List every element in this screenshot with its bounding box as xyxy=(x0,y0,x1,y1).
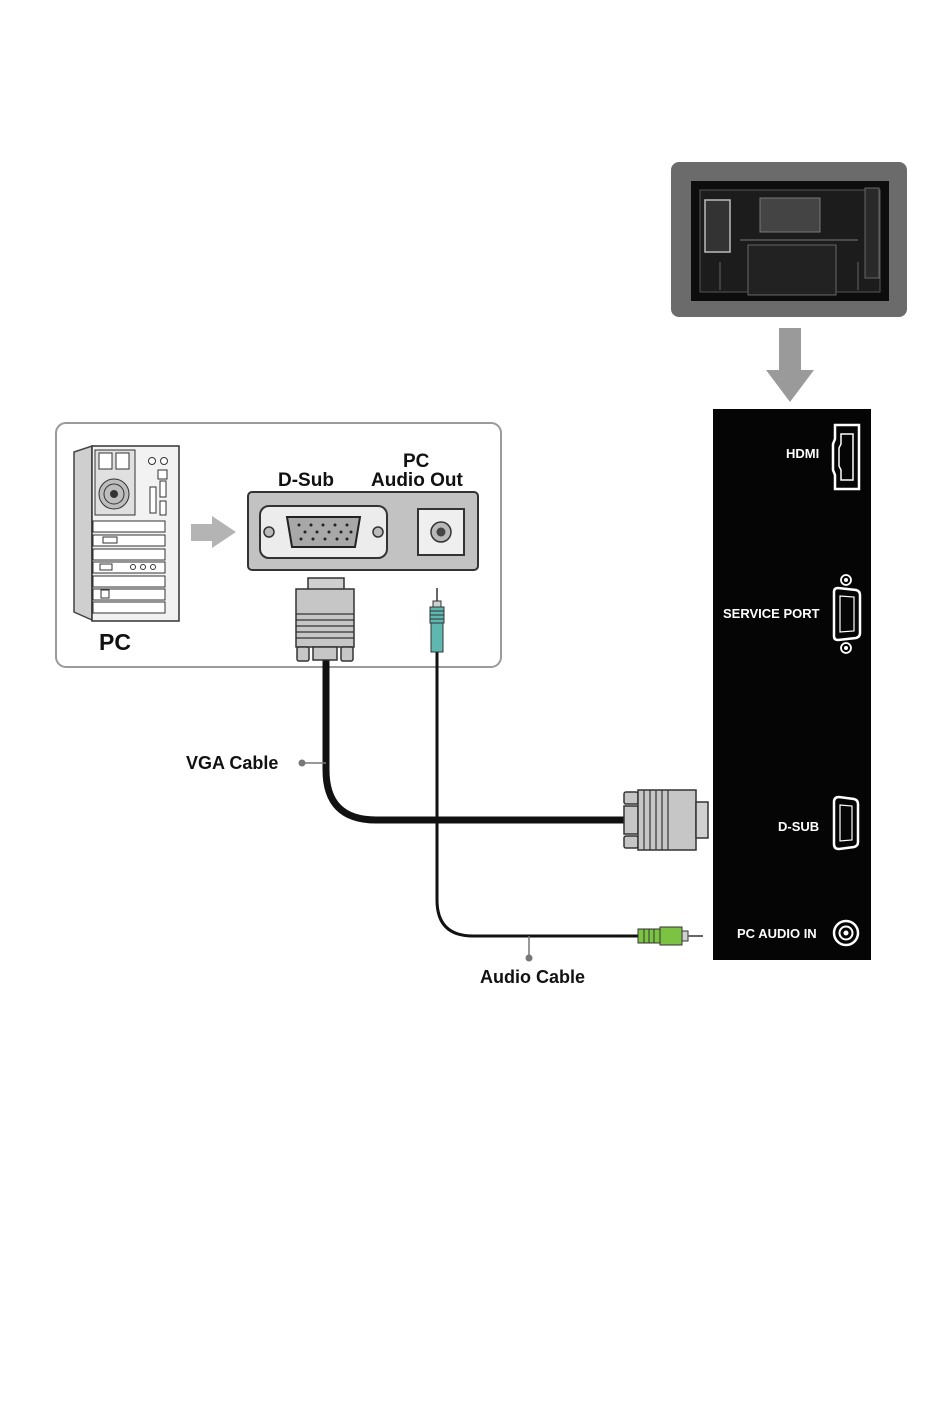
dsub-label: D-Sub xyxy=(278,470,334,491)
service-port-label: SERVICE PORT xyxy=(723,606,820,621)
down-arrow-icon xyxy=(766,328,814,402)
pc-audio-out-label-line2: Audio Out xyxy=(371,470,463,491)
vga-plug-tv-side xyxy=(624,790,708,850)
audio-plug-tv-side xyxy=(638,927,703,945)
tv-connector-panel: HDMI SERVICE PORT D-SUB PC AUDIO IN xyxy=(713,409,871,960)
pc-ports-panel xyxy=(248,492,478,570)
vga-plug-pc-side xyxy=(296,578,354,661)
dsub-port-label: D-SUB xyxy=(778,819,819,834)
pc-label: PC xyxy=(99,629,131,655)
tv-rear-view xyxy=(671,162,907,317)
audio-cable-callout xyxy=(526,936,533,962)
pc-audio-in-label: PC AUDIO IN xyxy=(737,926,817,941)
vga-cable-label: VGA Cable xyxy=(186,753,278,773)
vga-cable-callout xyxy=(299,760,327,767)
audio-cable-label: Audio Cable xyxy=(480,967,585,987)
pc-audio-out-label-line1: PC xyxy=(403,451,430,472)
audio-cable xyxy=(437,652,640,936)
pc-tower-icon xyxy=(74,446,179,621)
hdmi-port-label: HDMI xyxy=(786,446,819,461)
vga-cable xyxy=(326,660,628,820)
